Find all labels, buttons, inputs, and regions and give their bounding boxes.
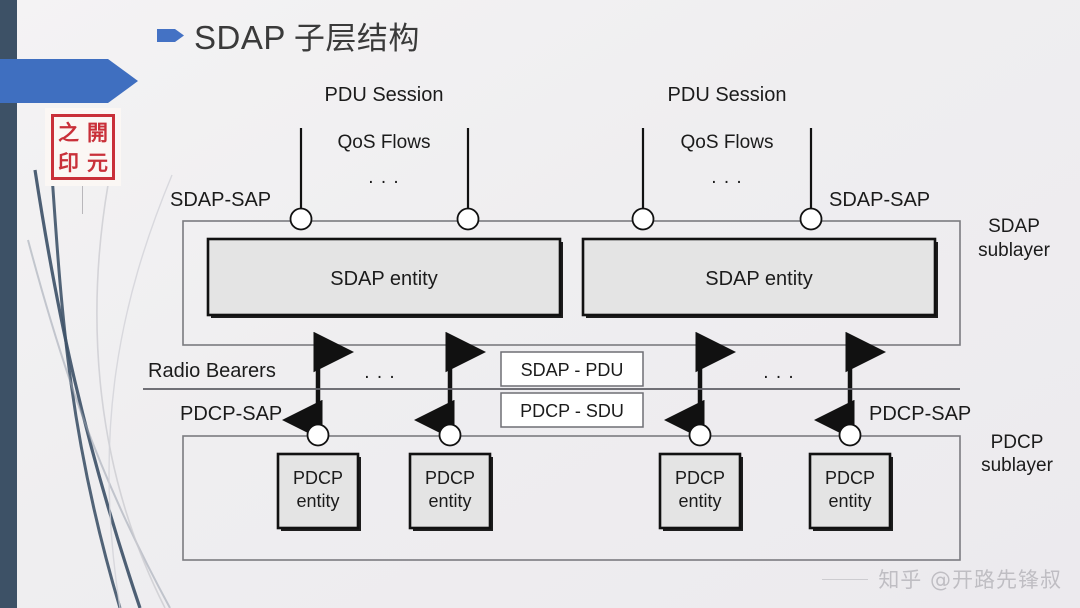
pdcp-entity-label-4-line2: entity bbox=[828, 491, 871, 511]
sdap-sublayer-label-line2: sublayer bbox=[978, 240, 1050, 261]
zhihu-watermark: 知乎 @开路先锋叔 bbox=[822, 564, 1062, 594]
sdap-sap-label-right: SDAP-SAP bbox=[829, 189, 930, 211]
pdcp-entity-box-4 bbox=[808, 452, 892, 530]
pdcp-entity-label-4-line1: PDCP bbox=[825, 468, 875, 488]
decorative-swoosh-lines bbox=[27, 169, 173, 608]
sdap-sublayer-label-line1: SDAP bbox=[988, 216, 1040, 237]
sdap-sap-circle-4 bbox=[799, 207, 823, 231]
blue-banner-arrow bbox=[0, 59, 138, 103]
qos-flows-label-right: QoS Flows bbox=[681, 132, 774, 153]
pdcp-sublayer-container bbox=[182, 435, 961, 561]
pdcp-sublayer-label-line1: PDCP bbox=[991, 432, 1044, 453]
sdap-entity-label-2: SDAP entity bbox=[705, 268, 812, 290]
pdcp-sdu-legend-box bbox=[500, 392, 644, 428]
title-en: SDAP bbox=[194, 19, 286, 56]
qos-ellipsis-left: . . . bbox=[368, 167, 399, 188]
seal-char-2: 開 bbox=[87, 119, 108, 145]
sdap-entity-box-1 bbox=[206, 237, 562, 317]
qos-flows-label-left: QoS Flows bbox=[338, 132, 431, 153]
pdu-session-label-right: PDU Session bbox=[668, 84, 787, 106]
sdap-sap-circles bbox=[289, 207, 823, 231]
sdap-entity-label-1: SDAP entity bbox=[330, 268, 437, 290]
radio-bearers-ellipsis-right: . . . bbox=[763, 362, 794, 383]
pdcp-sap-circle-2 bbox=[438, 423, 462, 447]
sdap-sap-circle-2 bbox=[456, 207, 480, 231]
seal-pin-line bbox=[82, 186, 83, 214]
watermark-text: 知乎 @开路先锋叔 bbox=[878, 568, 1062, 592]
seal-char-4: 元 bbox=[87, 149, 108, 175]
pdcp-entity-label-1-line1: PDCP bbox=[293, 468, 343, 488]
pdcp-entity-box-3 bbox=[658, 452, 742, 530]
pdcp-sap-circles bbox=[306, 423, 862, 447]
pdcp-entity-label-1-line2: entity bbox=[296, 491, 339, 511]
sdap-entity-group bbox=[206, 237, 938, 318]
radio-bearer-arrows bbox=[282, 331, 886, 441]
pdcp-sap-circle-4 bbox=[838, 423, 862, 447]
seal-char-1: 之 bbox=[58, 119, 79, 145]
pdcp-sap-label-left: PDCP-SAP bbox=[180, 403, 282, 425]
radio-bearers-label: Radio Bearers bbox=[148, 360, 276, 382]
pdcp-entity-label-3-line2: entity bbox=[678, 491, 721, 511]
blue-arrow-bullet-icon bbox=[157, 29, 184, 42]
pdcp-sap-label-right: PDCP-SAP bbox=[869, 403, 971, 425]
sdap-pdu-legend-box bbox=[500, 351, 644, 387]
pdcp-sap-circle-1 bbox=[306, 423, 330, 447]
sdap-pdu-legend-label: SDAP - PDU bbox=[521, 360, 624, 380]
qos-ellipsis-right: . . . bbox=[711, 167, 742, 188]
seal-characters: 之 開 印 元 bbox=[51, 114, 115, 180]
sdap-sap-circle-1 bbox=[289, 207, 313, 231]
pdcp-sdu-legend-label: PDCP - SDU bbox=[520, 401, 624, 421]
title-cn: 子层结构 bbox=[293, 21, 420, 57]
sdap-sublayer-container bbox=[182, 220, 961, 346]
pdcp-entity-label-2-line2: entity bbox=[428, 491, 471, 511]
chinese-seal-stamp: 之 開 印 元 bbox=[45, 108, 121, 186]
pdcp-entity-label-3-line1: PDCP bbox=[675, 468, 725, 488]
pdcp-entity-label-2-line1: PDCP bbox=[425, 468, 475, 488]
pdcp-entity-group bbox=[276, 452, 893, 531]
sdap-sap-label-left: SDAP-SAP bbox=[170, 189, 271, 211]
qos-flow-lines bbox=[299, 128, 813, 212]
sdap-sap-circle-3 bbox=[631, 207, 655, 231]
radio-bearers-ellipsis-left: . . . bbox=[364, 362, 395, 383]
watermark-dash bbox=[822, 578, 869, 580]
pdcp-sap-circle-3 bbox=[688, 423, 712, 447]
pdcp-sublayer-label-line2: sublayer bbox=[981, 455, 1053, 476]
pdcp-entity-box-1 bbox=[276, 452, 360, 530]
seal-char-3: 印 bbox=[58, 149, 79, 175]
left-accent-bar bbox=[0, 0, 17, 608]
pdcp-entity-box-2 bbox=[408, 452, 492, 530]
sdap-entity-box-2 bbox=[581, 237, 937, 317]
pdu-session-label-left: PDU Session bbox=[325, 84, 444, 106]
